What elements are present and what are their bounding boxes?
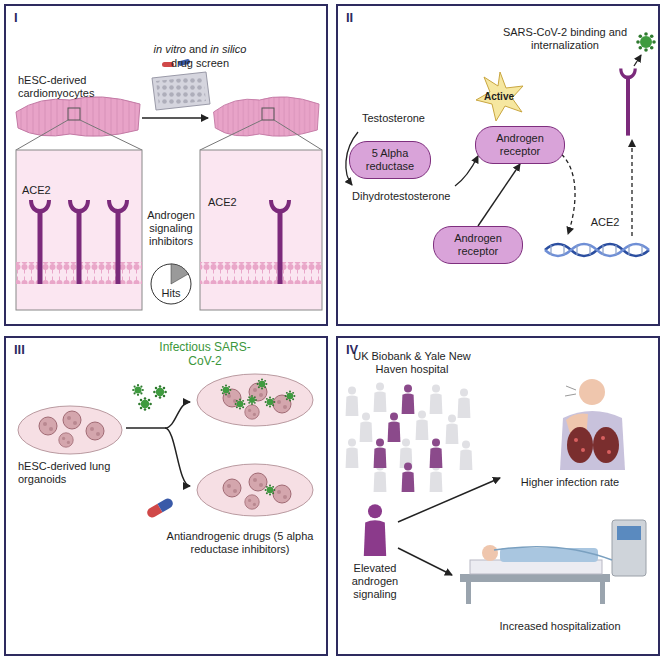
annotation-label: Higher infection rate: [495, 476, 645, 489]
annotation-label: ACE2: [208, 196, 248, 209]
panel-number: I: [14, 10, 18, 25]
annotation-label: Androgen signaling inhibitors: [143, 208, 199, 249]
panel-box: III: [4, 336, 328, 656]
annotation-label: in vitro: [154, 43, 186, 56]
annotation-label: UK Biobank & Yale New Haven hospital: [347, 350, 477, 376]
panel-number: III: [14, 342, 25, 357]
pathway-node: 5 Alpha reductase: [349, 141, 431, 179]
annotation-label: ACE2: [590, 216, 620, 229]
annotation-label: hESC-derived cardiomyocytes: [18, 74, 110, 100]
label-row: in vitroandin silico: [154, 43, 247, 56]
annotation-label: in silico: [210, 43, 246, 56]
annotation-label: Antiandrogenic drugs (5 alpha reductase …: [155, 530, 325, 556]
pathway-node: Androgen receptor: [475, 126, 565, 164]
annotation-label: SARS-CoV-2 binding and internalization: [495, 26, 635, 52]
panel-box: IV: [336, 336, 660, 656]
annotation-label: Testosterone: [362, 112, 442, 125]
annotation-label: Elevated androgen signaling: [335, 562, 415, 601]
annotation-label: and: [189, 43, 207, 56]
annotation-label: Hits: [156, 287, 186, 300]
panel-box: II5 Alpha reductaseAndrogen receptorAndr…: [336, 4, 660, 326]
annotation-label: Dihydrotestosterone: [352, 190, 462, 203]
annotation-label: drug screen: [155, 57, 245, 70]
annotation-label: Active: [479, 91, 519, 103]
annotation-label: ACE2: [22, 184, 62, 197]
pathway-node: Androgen receptor: [433, 226, 523, 264]
node-label: 5 Alpha reductase: [358, 147, 422, 173]
annotation-label: hESC-derived lung organoids: [18, 460, 118, 486]
annotation-label: Increased hospitalization: [480, 620, 640, 633]
annotation-label: Infectious SARS-CoV-2: [153, 340, 257, 368]
node-label: Androgen receptor: [442, 232, 514, 258]
panel-number: II: [346, 10, 353, 25]
activation-arrow: [478, 164, 520, 226]
node-label: Androgen receptor: [484, 132, 556, 158]
